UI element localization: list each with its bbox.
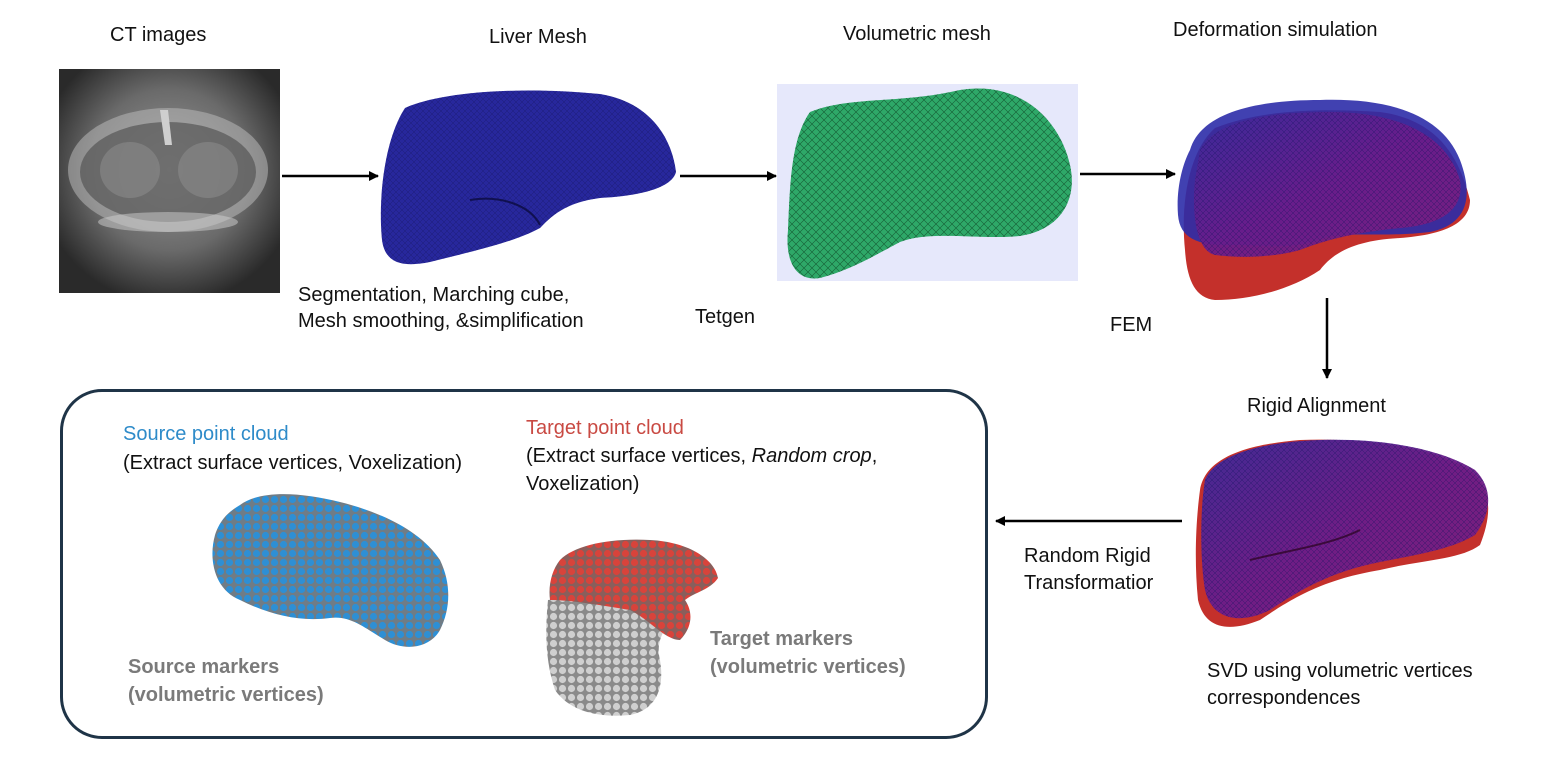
target-point-cloud-desc: (Extract surface vertices, Random crop, [526, 445, 878, 467]
volumetric-mesh-image [777, 84, 1078, 281]
fem-step-label: FEM [1110, 314, 1153, 336]
random-rigid-step-line2: Transformatior [1024, 572, 1154, 594]
target-point-cloud-title: Target point cloud [526, 417, 684, 439]
svd-step-line2: correspondences [1207, 687, 1361, 709]
segmentation-step-line2: Mesh smoothing, &simplification [298, 310, 584, 332]
ct-image [59, 69, 280, 293]
rigid-alignment-image [1195, 439, 1489, 627]
source-markers-label-line1: Source markers [128, 656, 280, 678]
deformation-simulation-image [1177, 99, 1470, 300]
target-point-cloud-image [546, 539, 718, 716]
target-markers-label-line2: (volumetric vertices) [710, 656, 906, 678]
liver-mesh-image [380, 90, 676, 265]
volumetric-mesh-label: Volumetric mesh [843, 23, 991, 45]
svd-step-line1: SVD using volumetric vertices [1207, 660, 1473, 682]
source-point-cloud-desc: (Extract surface vertices, Voxelization) [123, 452, 463, 474]
point-cloud-panel [60, 389, 988, 739]
tetgen-step-label: Tetgen [695, 306, 756, 328]
source-point-cloud-image [212, 494, 449, 647]
rigid-alignment-label: Rigid Alignment [1247, 395, 1386, 417]
ct-images-label: CT images [110, 24, 207, 46]
target-point-cloud-desc-line2: Voxelization) [526, 473, 640, 495]
segmentation-step-line1: Segmentation, Marching cube, [298, 284, 570, 306]
source-point-cloud-title: Source point cloud [123, 423, 289, 445]
source-markers-label-line2: (volumetric vertices) [128, 684, 324, 706]
random-rigid-step-line1: Random Rigid [1024, 545, 1151, 567]
deformation-simulation-label: Deformation simulation [1173, 19, 1378, 41]
target-markers-label-line1: Target markers [710, 628, 854, 650]
liver-mesh-label: Liver Mesh [489, 26, 587, 48]
